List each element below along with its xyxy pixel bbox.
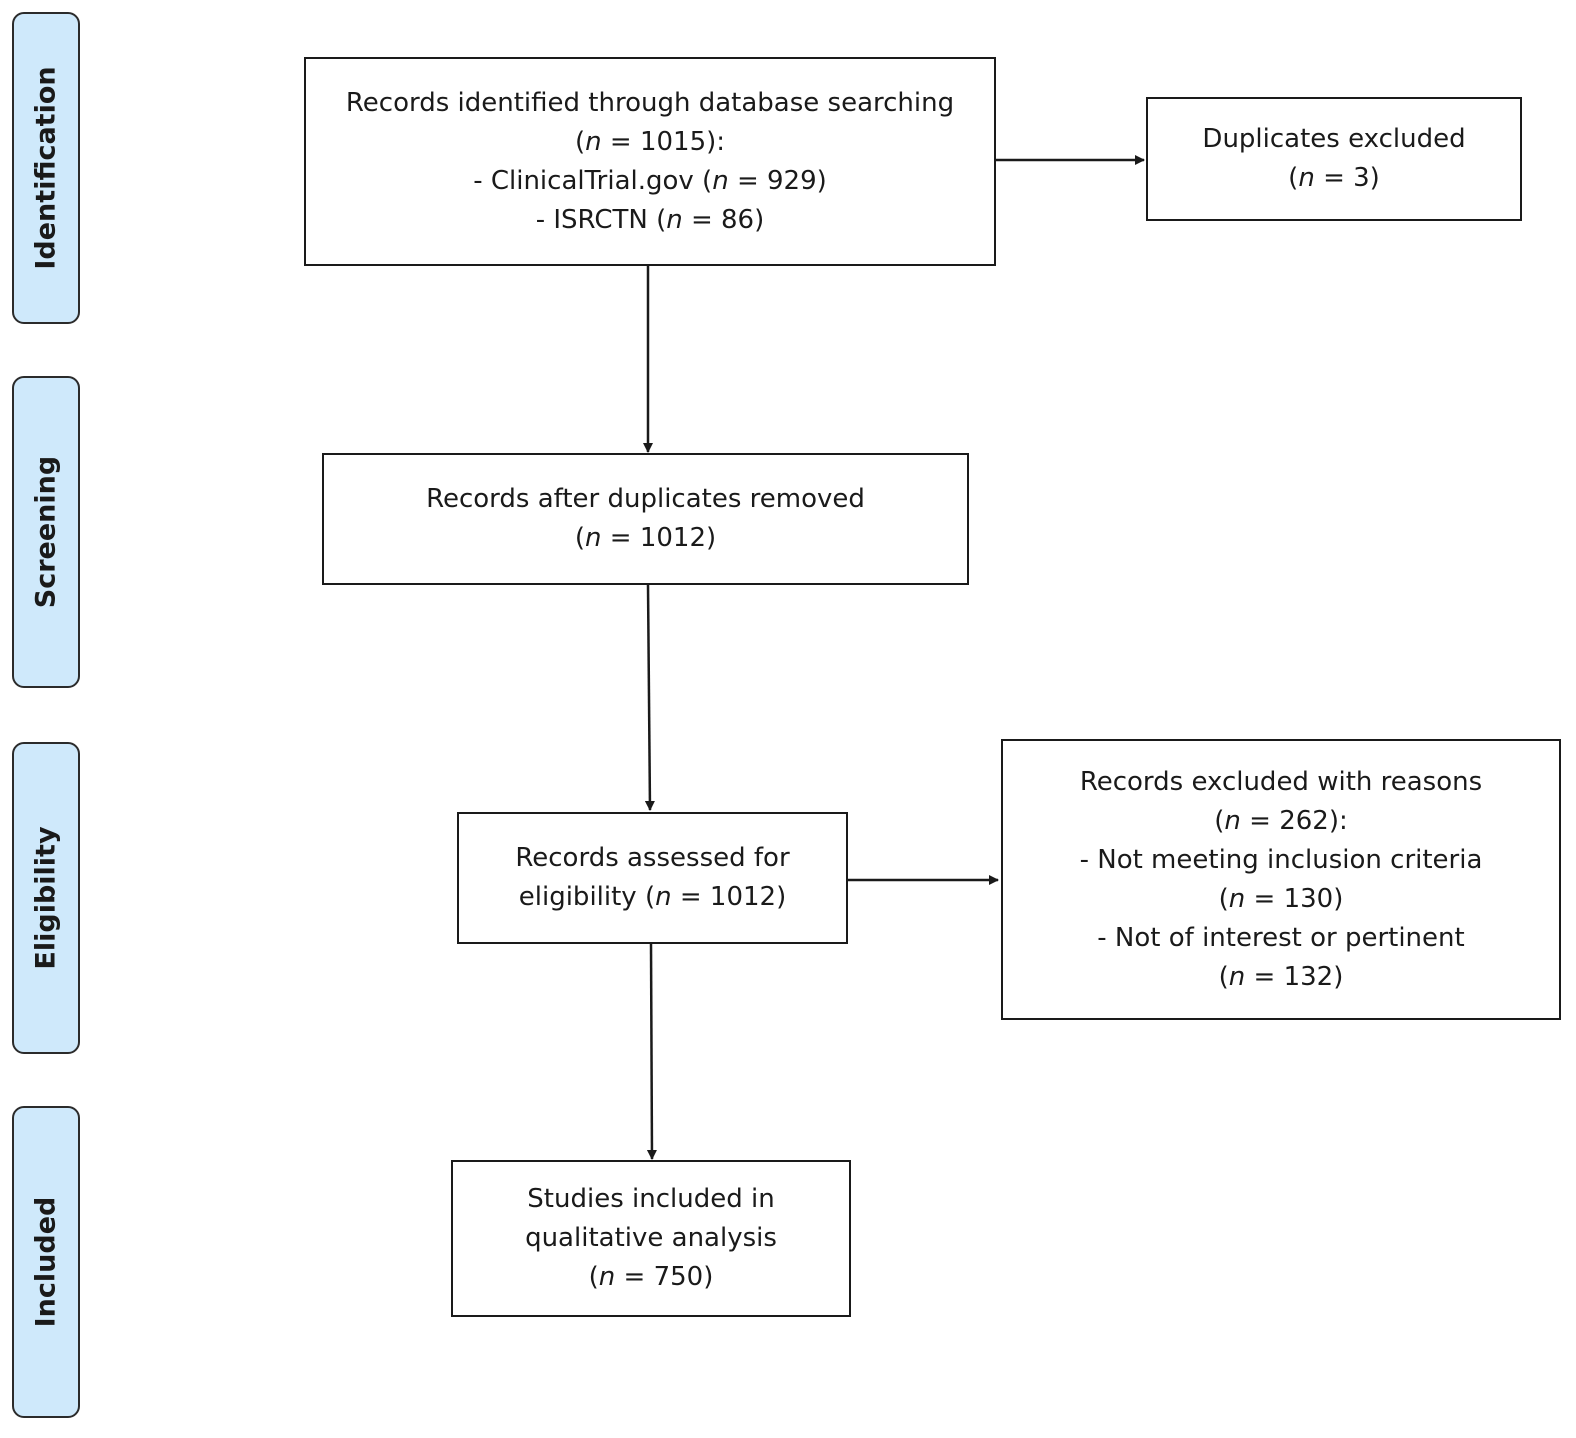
phase-included: Included [12, 1106, 80, 1418]
records-excluded-inclusion-count: (n = 130) [1218, 883, 1344, 914]
records-assessed-box: Records assessed for eligibility (n = 10… [457, 812, 848, 944]
phase-identification: Identification [12, 12, 80, 324]
records-excluded-reason-interest: - Not of interest or pertinent [1097, 922, 1465, 953]
arrow-screening-to-assessed [644, 584, 655, 811]
duplicates-excluded-count: (n = 3) [1288, 163, 1380, 193]
records-after-duplicates-count: (n = 1012) [574, 523, 717, 553]
records-excluded-reason-inclusion: - Not meeting inclusion criteria [1079, 844, 1483, 875]
records-assessed-title: Records assessed for [515, 843, 790, 873]
studies-included-line2: qualitative analysis [525, 1223, 777, 1253]
studies-included-line1: Studies included in [527, 1184, 775, 1214]
records-after-duplicates-title: Records after duplicates removed [426, 484, 865, 514]
records-assessed-count: eligibility (n = 1012) [518, 882, 787, 912]
records-identified-isrctn: - ISRCTN (n = 86) [535, 204, 765, 235]
studies-included-count: (n = 750) [588, 1262, 714, 1292]
records-excluded-total: (n = 262): [1214, 805, 1348, 836]
records-identified-box: Records identified through database sear… [304, 57, 996, 266]
records-excluded-title: Records excluded with reasons [1079, 766, 1483, 797]
records-excluded-box: Records excluded with reasons (n = 262):… [1001, 739, 1561, 1020]
duplicates-excluded-title: Duplicates excluded [1202, 124, 1466, 154]
records-excluded-interest-count: (n = 132) [1218, 961, 1344, 992]
studies-included-box: Studies included in qualitative analysis… [451, 1160, 851, 1317]
records-identified-clinicaltrials: - ClinicalTrial.gov (n = 929) [473, 165, 827, 196]
records-identified-total: (n = 1015): [574, 126, 726, 157]
records-after-duplicates-box: Records after duplicates removed (n = 10… [322, 453, 969, 585]
records-identified-title: Records identified through database sear… [345, 87, 955, 118]
phase-eligibility: Eligibility [12, 742, 80, 1054]
phase-screening: Screening [12, 376, 80, 688]
arrow-assessed-to-included [646, 943, 657, 1160]
duplicates-excluded-box: Duplicates excluded (n = 3) [1146, 97, 1522, 221]
